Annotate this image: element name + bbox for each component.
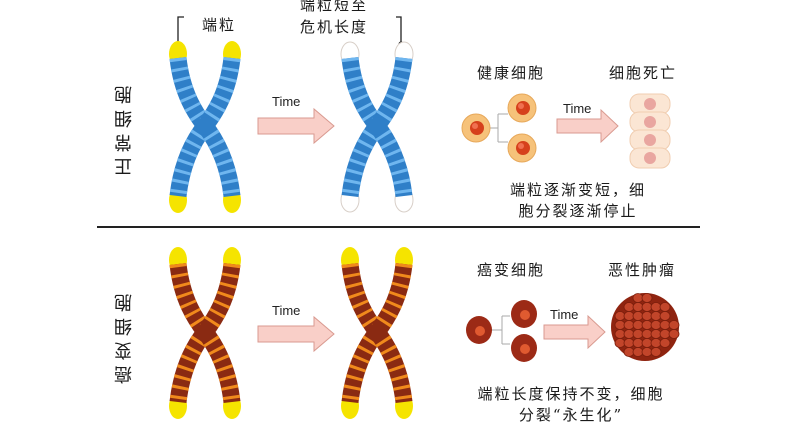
normal-description-line1: 端粒逐渐变短，细 bbox=[509, 181, 646, 199]
tumor-cell bbox=[659, 329, 671, 339]
cancer-description: 端粒长度保持不变，细胞 分裂“永生化” bbox=[466, 384, 676, 426]
tumor-cell bbox=[632, 329, 644, 339]
chromatid-band bbox=[169, 326, 212, 404]
chromatid-band bbox=[198, 120, 241, 198]
tumor-cell bbox=[641, 311, 653, 321]
critical-length-label-line2: 危机长度 bbox=[300, 18, 369, 36]
centromere bbox=[196, 117, 214, 135]
cancer-description-line2: 分裂“永生化” bbox=[518, 406, 624, 424]
tumor-cell bbox=[659, 338, 671, 348]
tumor-cell bbox=[650, 320, 662, 330]
tumor-cell bbox=[632, 320, 644, 330]
time-label-bottom-2: Time bbox=[550, 307, 579, 322]
tumor-cell bbox=[614, 311, 626, 321]
time-arrow-top-2 bbox=[556, 108, 619, 144]
tumor-cell bbox=[632, 311, 644, 321]
healthy-cell bbox=[507, 93, 537, 123]
malignant-tumor-label: 恶性肿瘤 bbox=[608, 261, 677, 279]
malignant-tumor bbox=[611, 293, 680, 361]
tumor-cell bbox=[632, 338, 644, 348]
chromatid-band bbox=[341, 120, 384, 198]
centromere bbox=[368, 323, 386, 341]
dead-cells-stack bbox=[629, 93, 671, 169]
tumor-cell bbox=[632, 302, 644, 312]
tumor-cell bbox=[623, 311, 635, 321]
tumor-cell bbox=[650, 347, 662, 357]
tumor-cell bbox=[650, 302, 662, 312]
tumor-cell bbox=[659, 320, 671, 330]
cancer-cells-label: 癌变细胞 bbox=[477, 261, 546, 279]
tumor-cell bbox=[623, 338, 635, 348]
time-arrow-top-1 bbox=[257, 107, 335, 145]
tumor-cell bbox=[659, 302, 671, 312]
tumor-cell bbox=[641, 338, 653, 348]
cancer-cells-group bbox=[466, 300, 537, 362]
time-arrow-bottom-2 bbox=[543, 314, 606, 350]
healthy-cells-label: 健康细胞 bbox=[477, 64, 546, 82]
tumor-cell bbox=[641, 302, 653, 312]
tumor-cell bbox=[623, 302, 635, 312]
time-label-bottom-1: Time bbox=[272, 303, 301, 318]
centromere bbox=[196, 323, 214, 341]
section-divider bbox=[97, 226, 700, 228]
time-label-top-1: Time bbox=[272, 94, 301, 109]
tumor-cell bbox=[632, 347, 644, 357]
tumor-cell bbox=[632, 293, 644, 303]
telomere-label: 端粒 bbox=[202, 16, 237, 34]
tumor-cell bbox=[659, 311, 671, 321]
normal-chromosome-long-telomeres bbox=[169, 41, 241, 213]
cell-death-label: 细胞死亡 bbox=[609, 64, 678, 82]
chromatid-band bbox=[169, 120, 212, 198]
tumor-cell bbox=[641, 329, 653, 339]
tumor-cell bbox=[650, 329, 662, 339]
cancer-chromosome-1 bbox=[169, 247, 241, 419]
chromatid-band bbox=[370, 326, 413, 404]
normal-description-line2: 胞分裂逐渐停止 bbox=[518, 202, 638, 220]
normal-description: 端粒逐渐变短，细 胞分裂逐渐停止 bbox=[488, 180, 668, 222]
tumor-cell bbox=[614, 338, 626, 348]
cancer-description-line1: 端粒长度保持不变，细胞 bbox=[477, 385, 665, 403]
tumor-cell bbox=[641, 347, 653, 357]
time-arrow-bottom-1 bbox=[257, 315, 335, 353]
healthy-cell bbox=[507, 133, 537, 163]
chromatid-band bbox=[370, 120, 413, 198]
tumor-cell bbox=[614, 329, 626, 339]
chromatid-band bbox=[198, 326, 241, 404]
tumor-cell bbox=[668, 329, 680, 339]
time-label-top-2: Time bbox=[563, 101, 592, 116]
cancer-cell bbox=[511, 334, 537, 362]
cancer-cell bbox=[466, 316, 492, 344]
chromatid-band bbox=[341, 326, 384, 404]
tumor-cell bbox=[623, 329, 635, 339]
tumor-cell bbox=[623, 320, 635, 330]
healthy-cell bbox=[461, 113, 491, 143]
cancer-cell bbox=[511, 300, 537, 328]
tumor-cell bbox=[641, 293, 653, 303]
tumor-cell bbox=[641, 320, 653, 330]
healthy-cells-group bbox=[461, 93, 537, 163]
tumor-cell bbox=[650, 311, 662, 321]
critical-length-label-line1: 端粒短至 bbox=[300, 0, 369, 14]
tumor-cell bbox=[623, 347, 635, 357]
centromere bbox=[368, 117, 386, 135]
tumor-cell bbox=[668, 320, 680, 330]
cancer-chromosome-2 bbox=[341, 247, 413, 419]
tumor-cell bbox=[614, 320, 626, 330]
normal-chromosome-short-telomeres bbox=[340, 41, 414, 213]
tumor-cell bbox=[650, 338, 662, 348]
